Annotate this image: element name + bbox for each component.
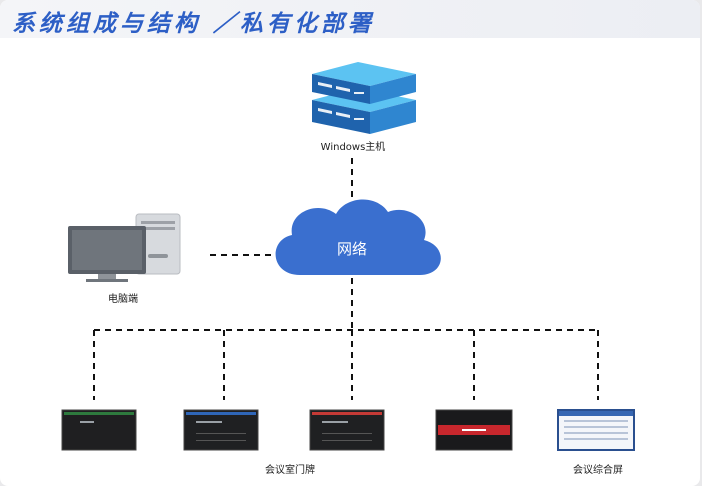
network-label: 网络: [336, 240, 367, 258]
server-icon: [312, 62, 416, 134]
page-title: 系统组成与结构 ／私有化部署: [12, 11, 376, 37]
door-sign-device-3: [309, 409, 385, 451]
door-sign-device-4: [435, 409, 513, 451]
pc-label: 电脑端: [108, 294, 138, 305]
network-cloud-icon: [275, 199, 441, 275]
door-sign-device-2: [183, 409, 259, 451]
desktop-pc-icon: [68, 213, 181, 282]
server-label: Windows主机: [320, 142, 386, 153]
info-screen-label: 会议综合屏: [573, 465, 623, 476]
door-sign-device-1: [61, 409, 137, 451]
title-banner: 系统组成与结构 ／私有化部署: [0, 0, 700, 38]
door-sign-label: 会议室门牌: [265, 465, 315, 476]
info-screen-device: [557, 409, 635, 451]
network-links: [93, 158, 599, 400]
